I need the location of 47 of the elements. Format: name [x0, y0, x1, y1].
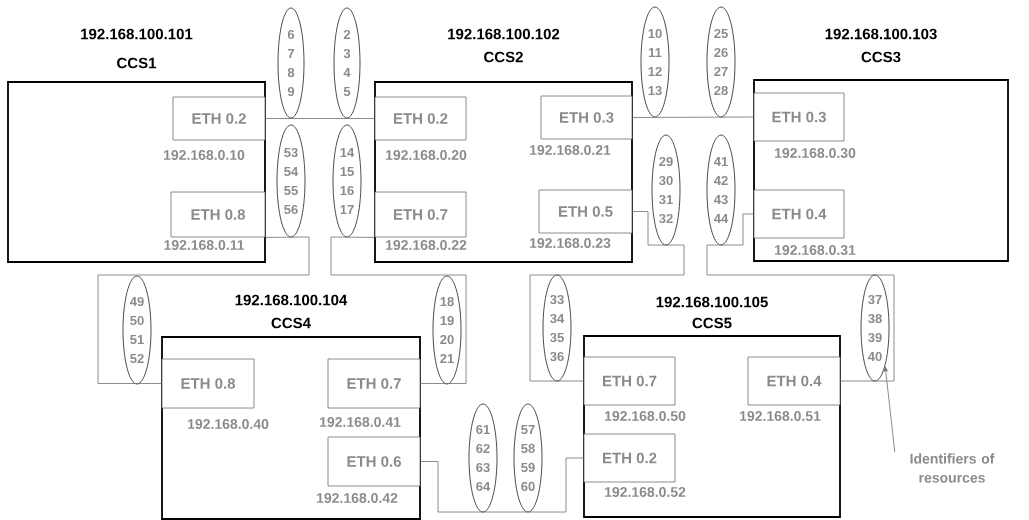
ip-address: 192.168.0.23	[530, 238, 611, 248]
ip-address: 192.168.0.42	[317, 493, 398, 503]
host-label: 192.168.100.101	[81, 28, 193, 40]
port-box: ETH 0.2	[172, 96, 266, 141]
ip-address: 192.168.0.41	[320, 417, 401, 427]
ip-address: 192.168.0.30	[775, 148, 856, 158]
host-label: 192.168.100.105	[656, 296, 768, 308]
host-label: 192.168.100.102	[448, 28, 560, 40]
ip-address: 192.168.0.52	[605, 487, 686, 497]
port-box: ETH 0.2	[583, 433, 676, 483]
port-box: ETH 0.4	[747, 356, 841, 406]
ip-address: 192.168.0.22	[386, 240, 467, 250]
port-box: ETH 0.5	[538, 189, 633, 234]
link-line	[706, 213, 895, 382]
ip-address: 192.168.0.50	[605, 411, 686, 421]
ip-address: 192.168.0.40	[188, 419, 269, 429]
port-box: ETH 0.6	[327, 436, 421, 487]
ip-address: 192.168.0.21	[530, 145, 611, 155]
annotation-text: Identifiers of resources	[910, 453, 995, 483]
port-box: ETH 0.2	[374, 96, 467, 141]
port-box: ETH 0.3	[540, 95, 633, 140]
arrow	[883, 366, 896, 453]
port-box: ETH 0.8	[161, 358, 255, 409]
link-line	[632, 116, 754, 118]
port-box: ETH 0.4	[753, 189, 845, 239]
port-box: ETH 0.7	[327, 358, 421, 409]
ip-address: 192.168.0.10	[164, 150, 245, 160]
link-line	[529, 211, 685, 382]
ip-address: 192.168.0.31	[775, 245, 856, 255]
link-line	[265, 118, 375, 119]
host-label: CCS1	[117, 57, 157, 69]
ip-address: 192.168.0.11	[164, 240, 245, 250]
host-label: CCS4	[271, 317, 311, 329]
port-box: ETH 0.7	[374, 191, 467, 238]
port-box: ETH 0.7	[583, 356, 676, 406]
port-box: ETH 0.8	[170, 191, 266, 238]
link-line	[330, 236, 467, 384]
link-line	[420, 457, 584, 513]
host-label: 192.168.100.104	[235, 294, 348, 306]
host-label: 192.168.100.103	[825, 28, 937, 40]
link-line	[97, 236, 310, 384]
ip-address: 192.168.0.20	[386, 150, 467, 160]
ip-address: 192.168.0.51	[740, 411, 821, 421]
host-label: CCS3	[861, 51, 901, 63]
host-label: CCS2	[484, 51, 523, 63]
port-box: ETH 0.3	[753, 92, 845, 142]
host-label: CCS5	[692, 317, 732, 329]
